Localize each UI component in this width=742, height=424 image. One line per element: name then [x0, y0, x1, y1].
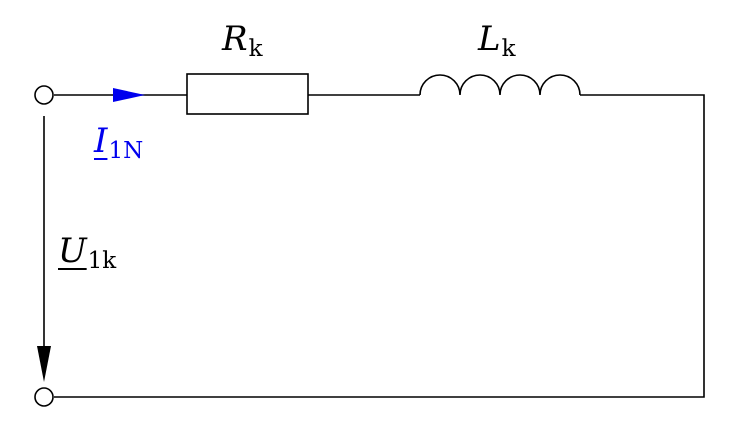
- current-label: I1N: [94, 121, 144, 164]
- resistor-label: Rk: [222, 19, 263, 62]
- inductor-lk: [419, 74, 581, 96]
- wire-right-loop: [54, 94, 705, 398]
- voltage-label: U1k: [58, 231, 117, 274]
- terminal-top: [34, 85, 54, 105]
- current-arrow: [113, 88, 145, 102]
- inductor-label: Lk: [478, 19, 516, 62]
- voltage-arrow-head: [37, 346, 51, 382]
- terminal-bottom: [34, 387, 54, 407]
- resistor-rk: [186, 73, 309, 115]
